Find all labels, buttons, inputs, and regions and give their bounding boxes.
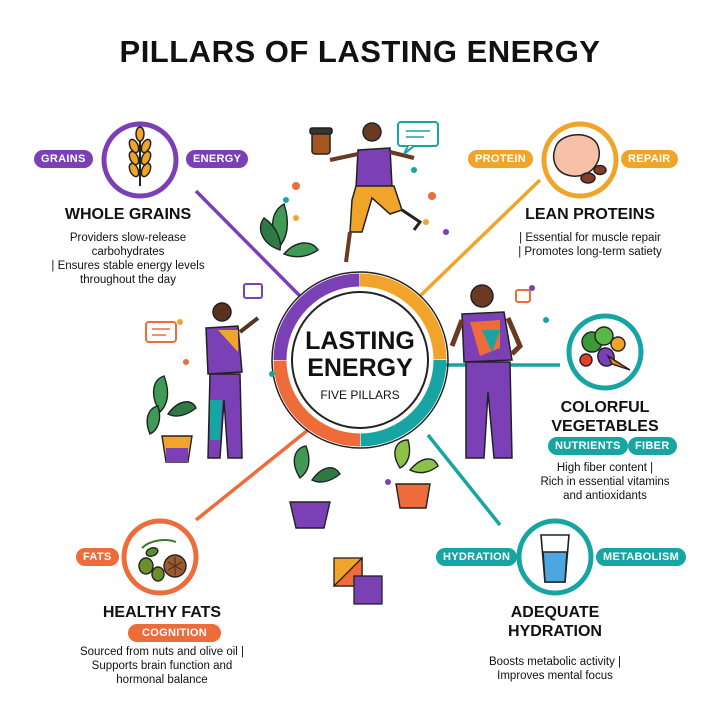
center-ring — [271, 271, 449, 449]
tag-metabolism: METABOLISM — [596, 548, 687, 566]
speech-bubble-icon — [243, 283, 263, 299]
pillar-title-proteins: LEAN PROTEINS — [525, 206, 655, 223]
olives-walnut-icon — [138, 539, 187, 582]
pillar-title-fats: HEALTHY FATS — [102, 604, 222, 621]
tag-hydration: HYDRATION — [436, 548, 518, 566]
center-subtitle: FIVE PILLARS — [320, 388, 400, 402]
vegetables-icon — [579, 326, 631, 371]
decorative-dots — [177, 167, 549, 485]
tag-fiber: FIBER — [628, 437, 677, 455]
speech-bubble-icon — [515, 289, 531, 303]
connector-grains — [194, 189, 302, 298]
person-jar-figure — [309, 122, 423, 263]
chicken-breast-icon — [552, 134, 607, 184]
fats-circle — [121, 518, 199, 596]
center-title-line2: ENERGY — [307, 354, 413, 382]
tag-nutrients: NUTRIENTS — [548, 437, 628, 455]
center-label: LASTING ENERGY FIVE PILLARS — [290, 327, 430, 403]
tag-protein: PROTEIN — [468, 150, 533, 168]
pillar-title-vegetables: COLORFUL VEGETABLES — [551, 399, 659, 435]
person-woman-figure — [205, 302, 260, 459]
geometric-squares — [332, 556, 383, 605]
tag-fats: FATS — [76, 548, 119, 566]
water-glass-icon — [540, 534, 570, 583]
pillar-desc-proteins: | Essential for muscle repair | Promotes… — [518, 232, 662, 258]
person-man-figure — [449, 284, 523, 459]
plant-pot-icon — [289, 445, 341, 529]
page-title: PILLARS OF LASTING ENERGY — [119, 34, 601, 69]
speech-bubble-icon — [397, 121, 439, 155]
plant-icon — [259, 202, 319, 258]
pillar-title-grains: WHOLE GRAINS — [64, 206, 192, 223]
pillar-desc-grains: Providers slow-release carbohydrates | E… — [51, 232, 205, 286]
tag-cognition: COGNITION — [128, 624, 222, 642]
tag-repair: REPAIR — [621, 150, 678, 168]
plant-pot-icon — [146, 375, 197, 463]
pillar-desc-fats: Sourced from nuts and olive oil | Suppor… — [79, 646, 245, 686]
plant-pot-icon — [394, 439, 439, 509]
center-title-line1: LASTING — [305, 327, 415, 355]
pillar-title-hydration: ADEQUATE HYDRATION — [508, 604, 602, 640]
connector-fats — [194, 428, 310, 522]
tag-energy: ENERGY — [186, 150, 249, 168]
connector-proteins — [418, 178, 542, 298]
wheat-icon — [128, 126, 152, 186]
connector-hydration — [426, 433, 502, 527]
speech-bubble-icon — [145, 321, 177, 343]
pillar-desc-vegetables: High fiber content | Rich in essential v… — [540, 462, 670, 502]
tag-grains: GRAINS — [34, 150, 93, 168]
pillar-desc-hydration: Boosts metabolic activity | Improves men… — [488, 656, 622, 682]
